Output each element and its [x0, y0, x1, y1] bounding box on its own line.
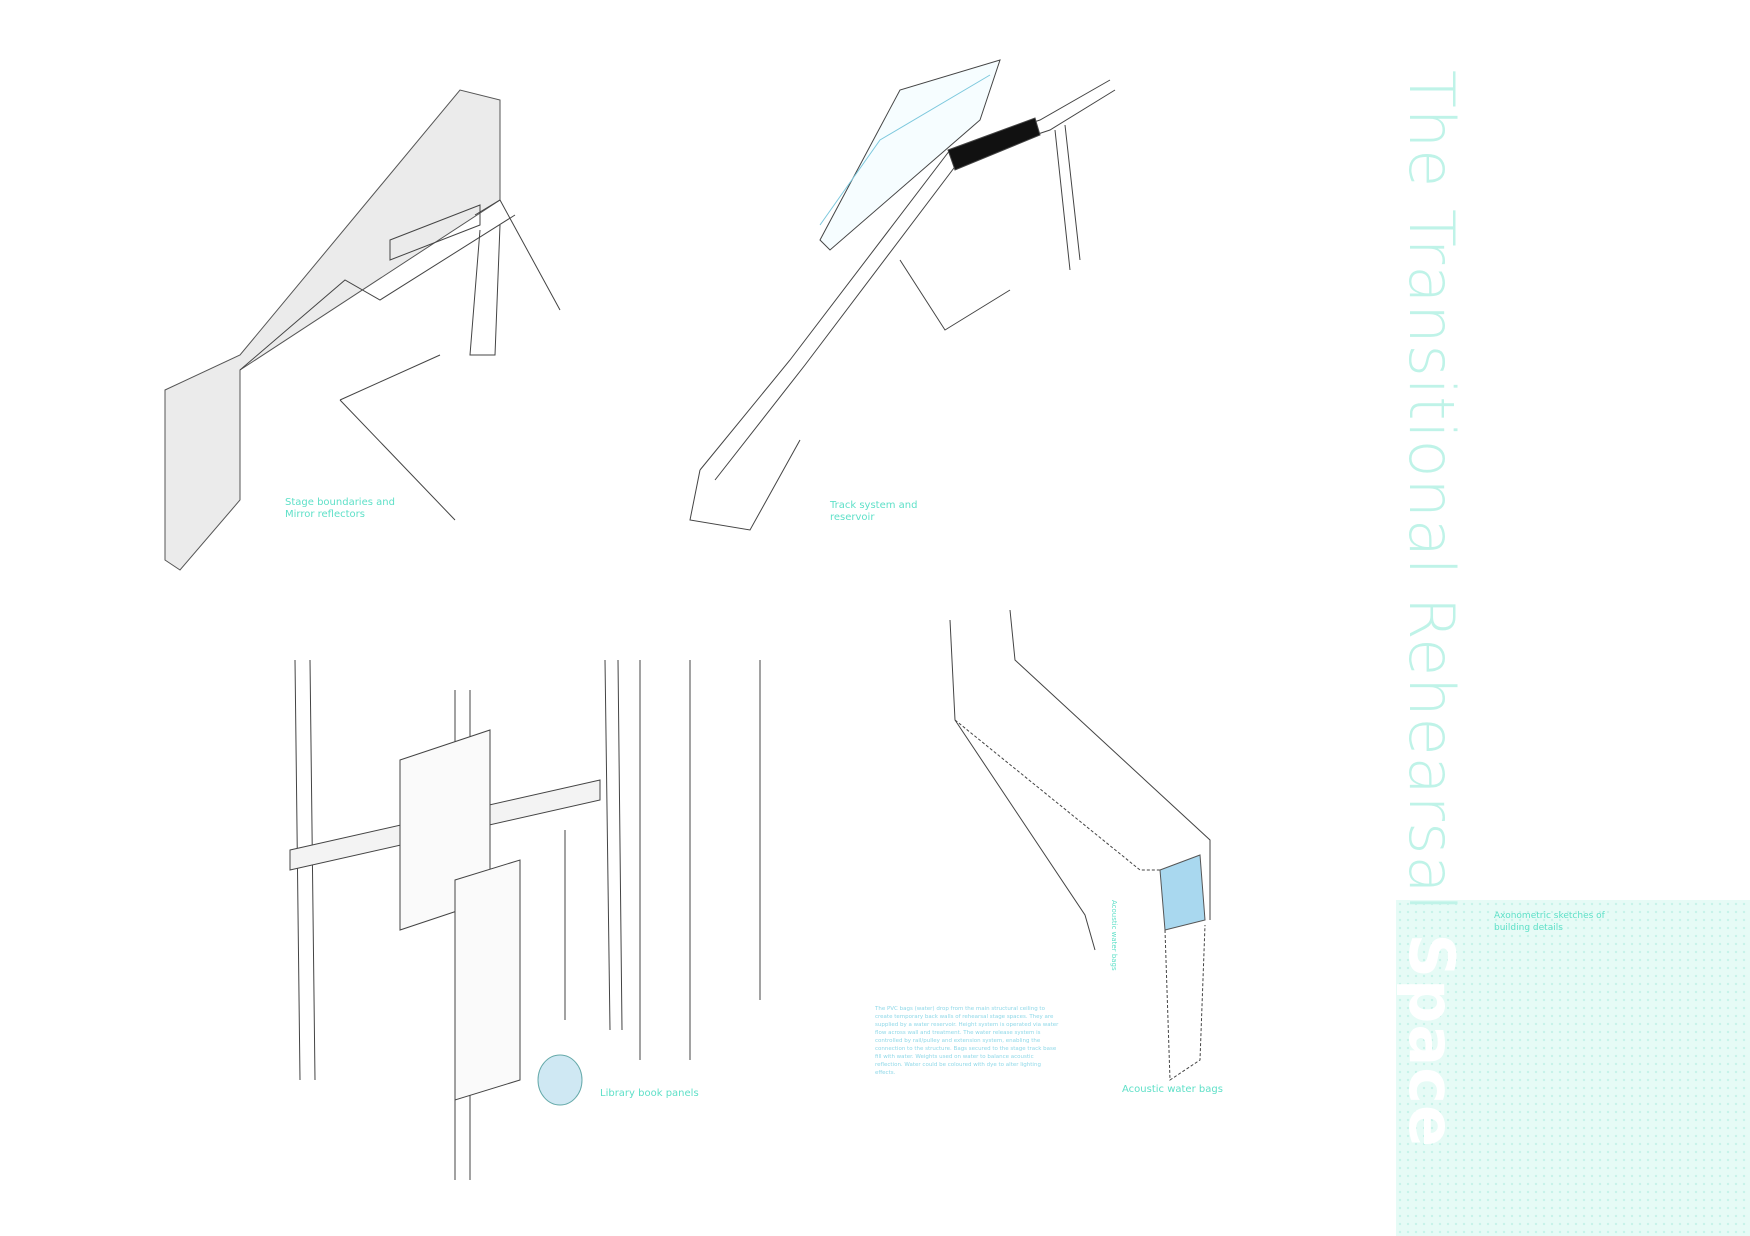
caption-track: Track system and reservoir [830, 500, 918, 523]
page-title: The Transitional Rehearsal Space [1395, 70, 1468, 1148]
water-bags-sketch [949, 609, 1211, 1081]
caption-library: Library book panels [600, 1088, 699, 1099]
library-panels-sketch [289, 659, 761, 1180]
subtitle: Axonometric sketches of building details [1494, 911, 1605, 933]
title-emphasis: Space [1395, 933, 1468, 1149]
stage-boundary-sketch [164, 89, 561, 571]
description-text: The PVC bags (water) drop from the main … [875, 1006, 1059, 1076]
track-system-sketch [689, 59, 1116, 531]
caption-water-vertical: Acoustic water bags [1110, 900, 1118, 971]
caption-stage: Stage boundaries and Mirror reflectors [285, 497, 395, 520]
dotted-panel [1396, 900, 1750, 1236]
caption-water: Acoustic water bags [1122, 1084, 1223, 1095]
title-main: The Transitional Rehearsal [1395, 70, 1468, 913]
